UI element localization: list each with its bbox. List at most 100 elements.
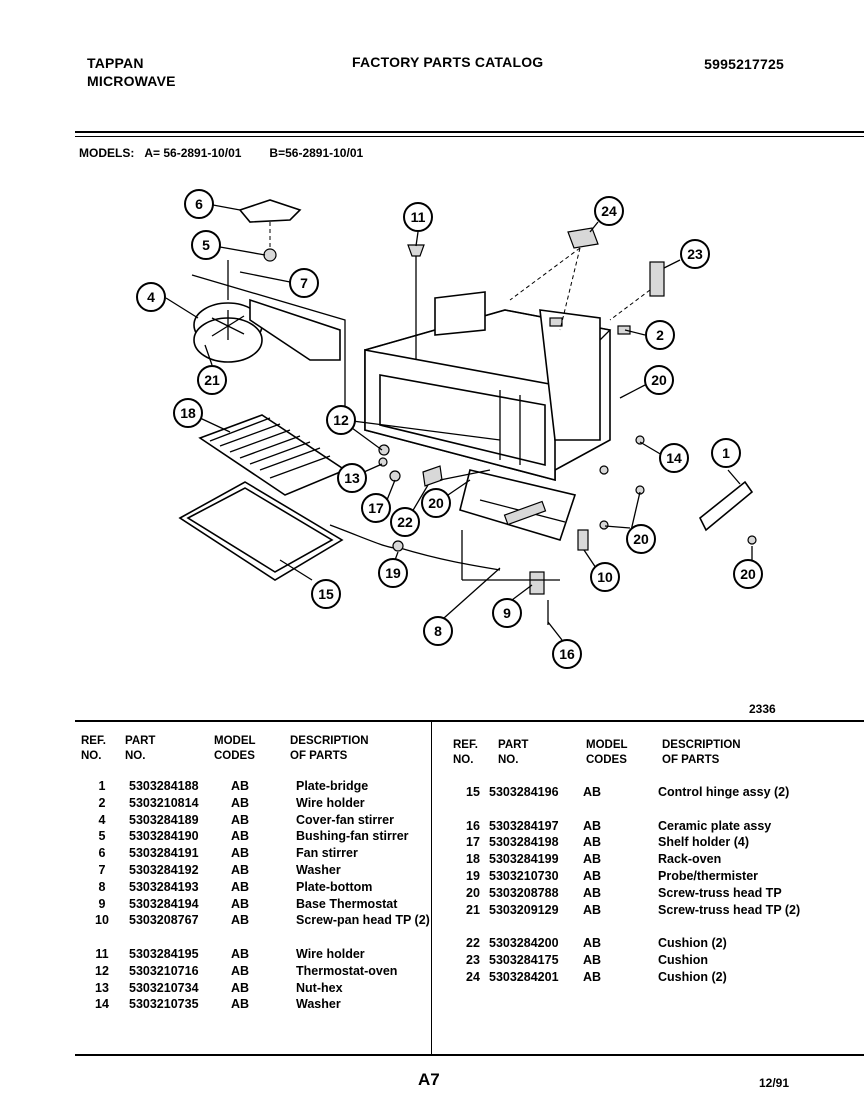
cell-ref: 15 <box>466 785 480 799</box>
callout-14: 13 <box>337 463 367 493</box>
callout-8: 8 <box>423 616 453 646</box>
svg-text:7: 7 <box>300 275 308 291</box>
cell-part: 5303284189 <box>129 812 199 827</box>
callout-16: 15 <box>311 579 341 609</box>
callout-9: 9 <box>492 598 522 628</box>
cell-code: AB <box>583 852 602 867</box>
cell-ref: 10 <box>95 913 109 928</box>
cell-desc: Control hinge assy (2) <box>658 785 790 799</box>
cell-desc: Wire holder <box>296 946 365 961</box>
cell-part: 5303210814 <box>129 795 199 810</box>
table-row: 8 5303284193 AB Plate-bottom <box>81 879 426 896</box>
cell-desc: Probe/thermister <box>658 868 759 883</box>
cell-code: AB <box>583 902 602 917</box>
callout-15: 14 <box>659 443 689 473</box>
callout-5: 5 <box>191 230 221 260</box>
svg-text:20: 20 <box>651 372 667 388</box>
cell-desc: Screw-truss head TP <box>658 885 782 900</box>
cell-part: 5303284195 <box>129 946 199 961</box>
cell-part: 5303284193 <box>129 879 199 894</box>
callout-13: 12 <box>326 405 356 435</box>
revision-date: 12/91 <box>758 1076 789 1090</box>
cell-code: AB <box>231 997 250 1012</box>
cell-code: AB <box>231 795 250 810</box>
cell-desc: Washer <box>296 997 341 1012</box>
cell-code: AB <box>231 846 250 861</box>
catalog-number: 5995217725 <box>704 56 784 72</box>
cell-code: AB <box>231 829 250 844</box>
svg-text:5: 5 <box>202 237 210 253</box>
page-number: A7 <box>418 1070 440 1089</box>
header-divider-thin <box>75 136 864 137</box>
svg-text:8: 8 <box>434 623 442 639</box>
svg-text:23: 23 <box>687 246 703 262</box>
callout-12: 11 <box>403 202 433 232</box>
cell-ref: 19 <box>466 868 480 883</box>
cell-code: AB <box>583 835 602 850</box>
cell-code: AB <box>583 969 602 984</box>
cell-ref: 12 <box>95 963 109 978</box>
callout-24: 24 <box>594 196 624 226</box>
fan-stirrer-drawing <box>191 199 501 441</box>
cell-code: AB <box>231 946 250 961</box>
callout-20-c: 20 <box>626 524 656 554</box>
svg-text:16: 16 <box>559 646 575 662</box>
cell-part: 5303284198 <box>489 835 559 850</box>
callout-11: 10 <box>590 562 620 592</box>
cell-code: AB <box>583 785 602 799</box>
cell-part: 5303284196 <box>489 785 559 799</box>
callout-10: 16 <box>552 639 582 669</box>
models-label: MODELS: <box>79 146 135 160</box>
figure-number: 2336 <box>749 702 776 716</box>
cell-code: AB <box>583 818 602 833</box>
cell-code: AB <box>583 868 602 883</box>
cell-code: AB <box>583 885 602 900</box>
callout-20-d: 20 <box>733 559 763 589</box>
cell-desc: Washer <box>296 862 341 877</box>
cell-part: 5303284194 <box>129 896 199 911</box>
svg-text:9: 9 <box>503 605 511 621</box>
cell-part: 5303284199 <box>489 852 559 867</box>
svg-text:12: 12 <box>333 412 349 428</box>
callout-17: 17 <box>361 493 391 523</box>
cell-desc: Rack-oven <box>658 852 722 867</box>
cell-code: AB <box>231 913 250 928</box>
cell-code: AB <box>231 879 250 894</box>
cell-ref: 5 <box>98 829 106 844</box>
table-row: 15 5303284196 AB Control hinge assy (2) <box>453 784 853 818</box>
cell-part: 5303284200 <box>489 936 559 951</box>
callout-group: 6 5 7 4 21 11 24 23 2 20 18 12 13 17 22 … <box>136 189 763 669</box>
svg-text:22: 22 <box>397 514 413 530</box>
cell-part: 5303208767 <box>129 913 199 928</box>
cell-ref: 2 <box>98 795 106 810</box>
cell-part: 5303208788 <box>489 885 559 900</box>
callout-22: 22 <box>390 507 420 537</box>
cell-ref: 7 <box>98 862 106 877</box>
cell-desc: Screw-pan head TP (2) <box>296 913 430 928</box>
cell-desc: Screw-truss head TP (2) <box>658 902 801 917</box>
cell-ref: 8 <box>98 879 106 894</box>
svg-text:20: 20 <box>740 566 756 582</box>
cell-desc: Plate-bottom <box>296 879 373 894</box>
svg-text:10: 10 <box>597 569 613 585</box>
